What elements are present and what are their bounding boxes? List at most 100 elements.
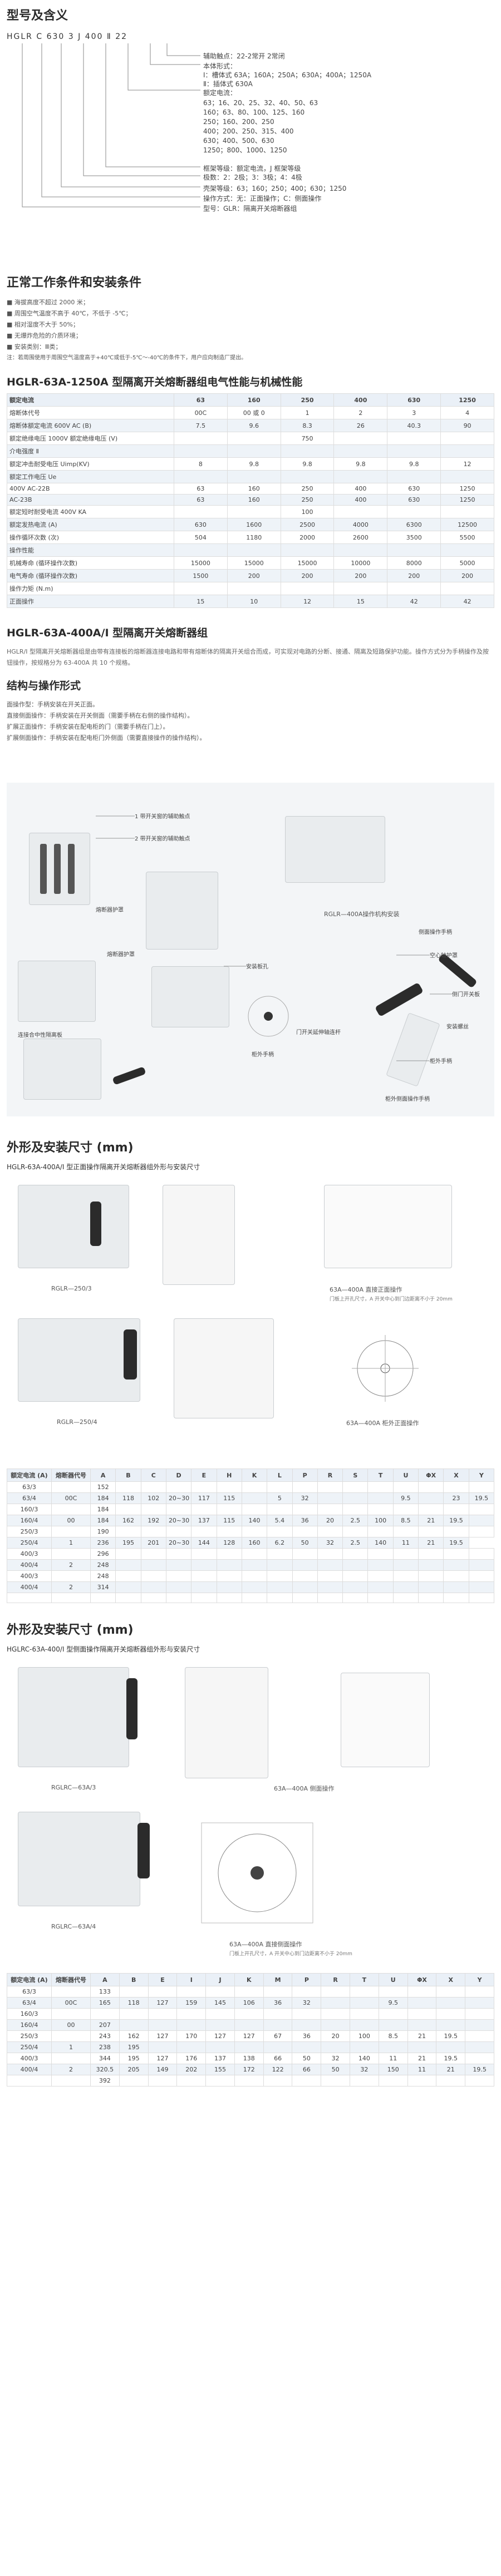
table-cell	[317, 1548, 343, 1560]
table-cell	[241, 1593, 268, 1603]
table-cell: 137	[205, 2053, 235, 2064]
table-cell: 40.3	[387, 419, 441, 432]
switch-unit-illustration	[285, 816, 385, 883]
table-cell: 2500	[280, 518, 335, 531]
figure-label: 侧面操作手柄	[419, 929, 452, 936]
table-cell: 63	[174, 494, 228, 506]
table-cell: 392	[90, 2075, 120, 2086]
table-cell: 9.8	[280, 457, 335, 471]
table-cell	[367, 1548, 394, 1560]
table-cell: 138	[234, 2053, 264, 2064]
table-cell	[191, 1504, 217, 1515]
table-cell	[392, 1593, 419, 1603]
table-cell	[342, 1504, 369, 1515]
table-cell	[440, 444, 494, 458]
table-cell	[227, 432, 281, 445]
table-cell	[440, 543, 494, 557]
table-cell	[216, 1548, 242, 1560]
table-cell	[191, 1593, 217, 1603]
table-cell: 2	[51, 1559, 91, 1571]
table-cell	[333, 505, 388, 518]
table-cell: 195	[119, 2041, 149, 2053]
table-cell: 10000	[333, 556, 388, 570]
figure-caption: 63A—400A 侧面操作	[274, 1785, 335, 1792]
table-cell	[418, 1548, 444, 1560]
dims-side-figure: RGLRC—63A/3 63A—400A 侧面操作 RGLRC—63A/4 63…	[7, 1656, 494, 1967]
switch-3pole-illustration	[18, 1185, 129, 1268]
table-cell	[191, 1559, 217, 1571]
switch-3pole-illustration	[18, 1667, 129, 1767]
type1-description: HGLR/Ⅰ 型隔离开关熔断器组是由带有连接板的熔断器连接电路和带有熔断体的隔离…	[7, 648, 489, 666]
table-cell	[115, 1504, 141, 1515]
table-cell: 145	[205, 1997, 235, 2009]
table-cell: 106	[234, 1997, 264, 2009]
table-cell: 160/3	[7, 1504, 52, 1515]
table-cell	[350, 2041, 379, 2053]
header-cell: I	[176, 1973, 207, 1986]
table-cell	[465, 2019, 494, 2031]
structure-item: 扩展正面操作：手柄安装在配电柜的门（需要手柄在门上）。	[7, 723, 169, 730]
table-cell: 7.5	[174, 419, 228, 432]
table-cell: 3	[387, 406, 441, 419]
table-cell: 140	[350, 2053, 379, 2064]
table-cell: AC-23B	[7, 494, 174, 506]
table-cell	[241, 1548, 268, 1560]
table-cell	[191, 1526, 217, 1537]
header-cell: T	[367, 1469, 394, 1482]
table-cell	[292, 1986, 322, 1997]
table-cell	[378, 2008, 408, 2020]
table-cell	[440, 470, 494, 483]
table-cell: 127	[148, 1997, 178, 2009]
table-cell: 8.3	[280, 419, 335, 432]
table-cell	[51, 1593, 91, 1603]
table-cell: 2.5	[342, 1515, 369, 1526]
header-cell: J	[205, 1973, 235, 1986]
table-cell: 21	[418, 1537, 444, 1549]
table-cell: 63/3	[7, 1986, 52, 1997]
table-cell: 20~30	[165, 1515, 192, 1526]
table-row: 介电强度 Ⅱ	[7, 444, 494, 458]
table-cell	[176, 2075, 207, 2086]
figure-caption: RGLR—250/4	[57, 1418, 97, 1426]
table-cell: 2	[51, 2064, 91, 2075]
table-cell	[267, 1504, 293, 1515]
header-cell: L	[267, 1469, 293, 1482]
header-cell: Y	[468, 1469, 495, 1482]
conditions-item: ■ 安装类别：Ⅲ类；	[7, 343, 62, 350]
table-cell: 122	[263, 2064, 293, 2075]
table-cell: 127	[148, 2030, 178, 2042]
table-cell: 额定短时耐受电流 400V KA	[7, 505, 174, 518]
header-cell: B	[115, 1469, 141, 1482]
table-cell	[241, 1492, 268, 1504]
table-cell	[418, 1504, 444, 1515]
table-cell: 额定发热电流 (A)	[7, 518, 174, 531]
table-cell	[267, 1526, 293, 1537]
table-cell	[468, 1504, 495, 1515]
side-view-illustration	[163, 1185, 235, 1285]
table-cell	[443, 1548, 469, 1560]
handle-illustration	[124, 1329, 137, 1380]
table-cell	[174, 582, 228, 595]
table-cell	[165, 1581, 192, 1593]
table-cell: 额定绝缘电压 1000V 额定绝缘电压 (V)	[7, 432, 174, 445]
table-cell	[191, 1581, 217, 1593]
table-cell	[205, 2041, 235, 2053]
table-cell	[321, 1986, 351, 1997]
table-cell	[436, 2008, 466, 2020]
table-cell: 23	[443, 1492, 469, 1504]
table-cell	[443, 1526, 469, 1537]
table-cell	[140, 1526, 166, 1537]
switch-unit-illustration	[18, 961, 96, 1022]
table-cell: 149	[148, 2064, 178, 2075]
table-cell: 118	[119, 1997, 149, 2009]
